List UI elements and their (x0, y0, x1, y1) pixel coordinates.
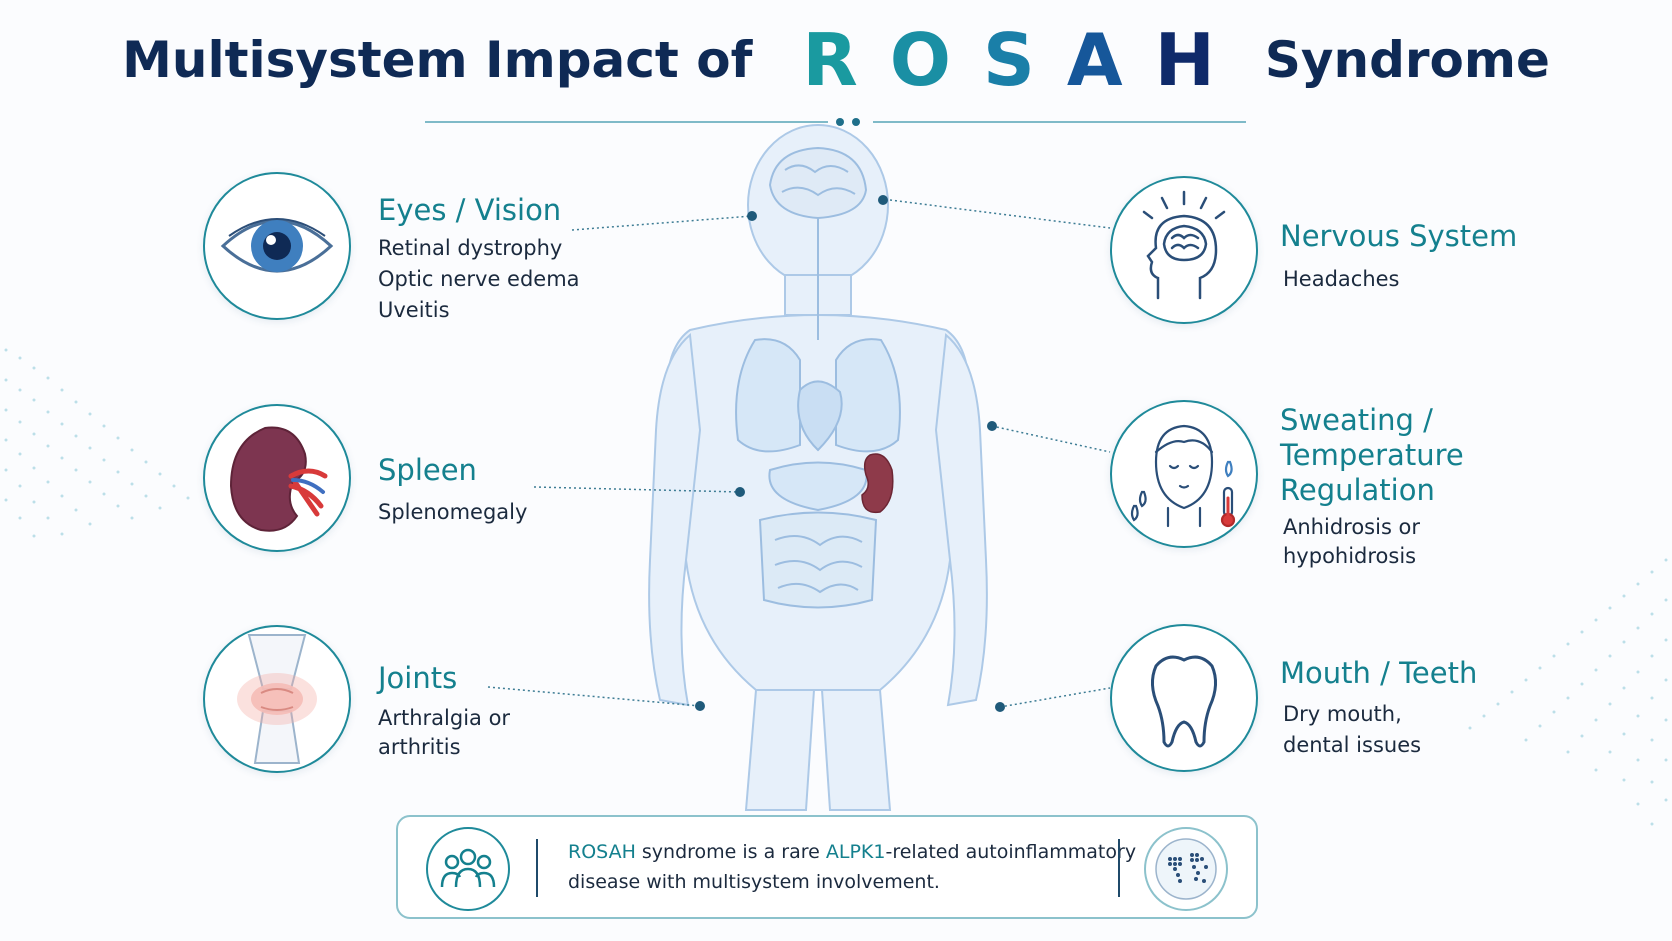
spleen-icon (203, 404, 351, 552)
panel-heading: Spleen (378, 453, 477, 487)
panel-item: Uveitis (378, 298, 450, 322)
page-title: Multisystem Impact of R O S A H Syndrome (0, 18, 1672, 102)
acronym-letter-h: H (1154, 18, 1215, 102)
title-acronym: R O S A H (786, 18, 1231, 102)
panel-heading: Regulation (1280, 473, 1435, 507)
people-group-icon (426, 827, 510, 911)
acronym-letter-a: A (1066, 18, 1123, 102)
footer-text-part: syndrome is a rare (635, 841, 826, 863)
tooth-icon (1110, 624, 1258, 772)
panel-item: Splenomegaly (378, 500, 528, 524)
panel-item: arthritis (378, 735, 461, 759)
title-suffix: Syndrome (1264, 31, 1550, 89)
panel-heading: Joints (378, 661, 458, 695)
face-sweat-thermometer-icon (1110, 400, 1258, 548)
title-rule-left (425, 121, 828, 123)
panel-item: dental issues (1283, 733, 1422, 757)
panel-item: Retinal dystrophy (378, 236, 563, 260)
footer-text-part: -related autoinflammatory (885, 841, 1137, 863)
footer-highlight-rosah: ROSAH (568, 841, 636, 863)
panel-heading: Eyes / Vision (378, 193, 562, 227)
panel-item: Dry mouth, (1283, 702, 1402, 726)
brain-head-icon (1110, 176, 1258, 324)
title-rule-right (873, 121, 1246, 123)
acronym-letter-s: S (983, 18, 1035, 102)
title-prefix: Multisystem Impact of (122, 31, 753, 89)
panel-item: Anhidrosis or (1283, 515, 1421, 539)
panel-heading: Nervous System (1280, 219, 1518, 253)
panel-item: Optic nerve edema (378, 267, 580, 291)
footer-text-line2: disease with multisystem involvement. (568, 871, 940, 893)
eye-icon (203, 172, 351, 320)
title-divider-dot (852, 118, 860, 126)
acronym-letter-o: O (889, 18, 952, 102)
footer-highlight-gene: ALPK1 (825, 841, 886, 863)
footer-divider (1118, 839, 1120, 897)
panel-heading: Sweating / (1280, 403, 1433, 437)
globe-icon (1144, 827, 1228, 911)
footer-divider (536, 839, 538, 897)
footer-description: ROSAH syndrome is a rare ALPK1-related a… (568, 837, 1136, 897)
panel-heading: Mouth / Teeth (1280, 656, 1478, 690)
knee-joint-icon (203, 625, 351, 773)
panel-item: Arthralgia or (378, 706, 511, 730)
title-divider-dot (836, 118, 844, 126)
info-footer-box: ROSAH syndrome is a rare ALPK1-related a… (396, 815, 1258, 919)
panel-item: hypohidrosis (1283, 544, 1417, 568)
panel-item: Headaches (1283, 267, 1400, 291)
panel-heading: Temperature (1280, 438, 1464, 472)
acronym-letter-r: R (802, 18, 858, 102)
